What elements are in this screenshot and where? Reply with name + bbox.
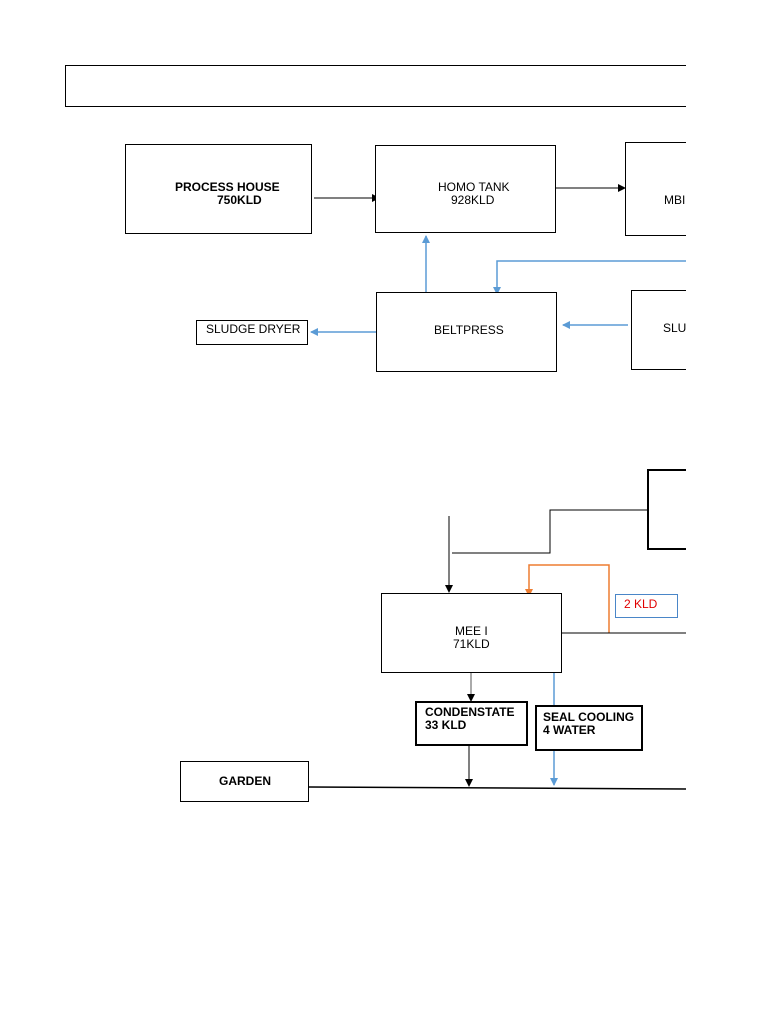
diagram-clip-area: PROCESS HOUSE 750KLD HOMO TANK 928KLD MB… xyxy=(65,65,686,802)
garden-label: GARDEN xyxy=(219,774,272,788)
two-kld-label: 2 KLD xyxy=(624,597,658,611)
sludge-tank-box: SLUI xyxy=(631,290,686,370)
arrow-2kld-recycle xyxy=(525,564,610,633)
sludge-dryer-box: SLUDGE DRYER xyxy=(196,320,308,345)
homo-tank-capacity: 928KLD xyxy=(451,193,495,207)
right-unit-box xyxy=(647,469,686,550)
title-bar xyxy=(65,65,686,107)
arrow-return-to-beltpress xyxy=(493,260,686,295)
beltpress-box: BELTPRESS xyxy=(376,292,557,372)
seal-cooling-amount: 4 WATER xyxy=(543,723,596,737)
connector-lines xyxy=(308,184,686,790)
condensate-label: CONDENSTATE xyxy=(425,705,515,719)
mee-capacity: 71KLD xyxy=(453,637,490,651)
homo-tank-label: HOMO TANK xyxy=(438,180,510,194)
condensate-box: CONDENSTATE 33 KLD xyxy=(415,701,528,746)
mbr-label: MBI xyxy=(664,193,686,207)
beltpress-label: BELTPRESS xyxy=(434,323,504,337)
sludge-dryer-label: SLUDGE DRYER xyxy=(206,322,301,336)
mbr-box: MBI xyxy=(625,142,686,236)
mee-label: MEE I xyxy=(455,624,488,638)
seal-cooling-box: SEAL COOLING 4 WATER xyxy=(535,705,643,751)
line-main-to-garden xyxy=(308,786,686,790)
garden-box: GARDEN xyxy=(180,761,309,802)
process-house-box: PROCESS HOUSE 750KLD xyxy=(125,144,312,234)
two-kld-label-box: 2 KLD xyxy=(615,594,678,618)
process-house-capacity: 750KLD xyxy=(217,193,262,207)
line-from-right-unit xyxy=(452,509,647,554)
mee-box: MEE I 71KLD xyxy=(381,593,562,673)
condensate-capacity: 33 KLD xyxy=(425,718,467,732)
seal-cooling-label: SEAL COOLING xyxy=(543,710,635,724)
sludge-tank-label: SLUI xyxy=(663,321,686,335)
homo-tank-box: HOMO TANK 928KLD xyxy=(375,145,556,233)
process-house-label: PROCESS HOUSE xyxy=(175,180,280,194)
